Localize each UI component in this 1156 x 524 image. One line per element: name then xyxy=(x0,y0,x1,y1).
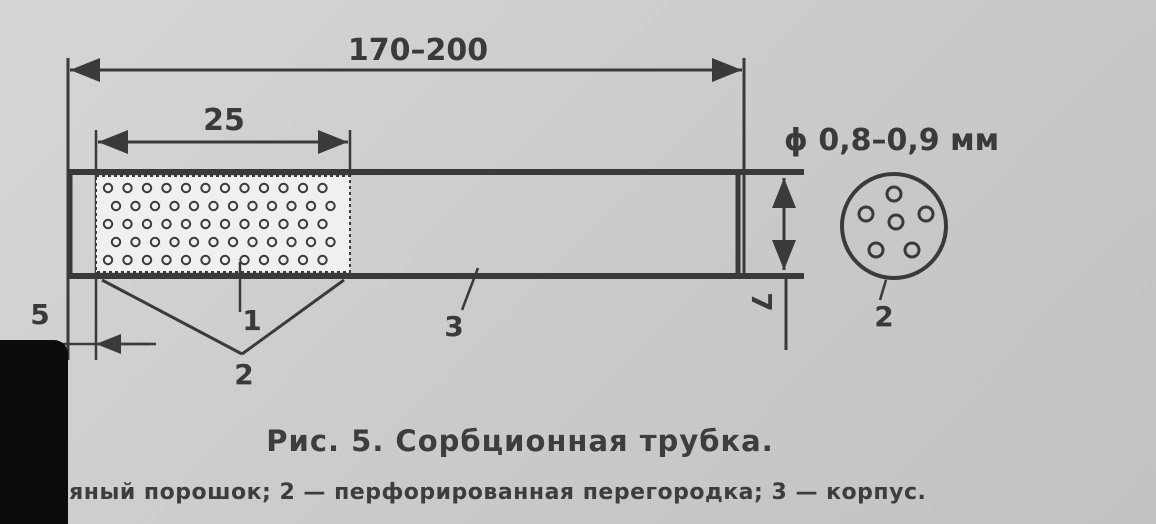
powder-granule xyxy=(278,182,289,194)
powder-granule xyxy=(317,218,328,230)
body-callout: 3 xyxy=(444,267,480,343)
powder-granule xyxy=(239,254,250,266)
powder-granule xyxy=(325,236,336,248)
powder-granule xyxy=(180,182,192,194)
hole xyxy=(885,185,903,203)
powder-granule xyxy=(200,218,211,230)
powder-granule xyxy=(200,182,211,194)
powder-granule xyxy=(180,218,192,230)
powder-granule xyxy=(297,182,309,194)
powder-granule xyxy=(258,254,270,266)
powder-granule xyxy=(102,182,114,194)
powder-granule xyxy=(180,254,192,266)
powder-granule xyxy=(130,236,141,248)
hole xyxy=(917,205,935,223)
powder-granule xyxy=(227,200,239,212)
powder-granule xyxy=(266,200,278,212)
body-label: 3 xyxy=(444,310,463,343)
powder-label: 1 xyxy=(242,304,261,337)
offset-dimension: 5 xyxy=(0,298,156,354)
powder-granule xyxy=(110,200,122,212)
figure-caption-legend: …ляный порошок; 2 — перфорированная пере… xyxy=(30,480,927,505)
hole xyxy=(887,213,905,231)
powder-granule xyxy=(141,218,153,230)
tube-body xyxy=(67,169,804,279)
partition-label: 2 xyxy=(234,358,253,391)
figure-caption-title: Рис. 5. Сорбционная трубка. xyxy=(266,424,774,458)
powder-granule xyxy=(305,200,317,212)
powder-granule xyxy=(188,236,200,248)
powder-granule xyxy=(169,236,180,248)
powder-granule xyxy=(188,200,200,212)
overall-length-label: 170–200 xyxy=(348,33,488,68)
hole xyxy=(903,241,921,259)
powder-granule xyxy=(219,254,231,266)
powder-granule xyxy=(227,236,239,248)
powder-granule xyxy=(278,218,289,230)
powder-granule xyxy=(141,254,153,266)
powder-granule xyxy=(122,218,133,230)
powder-granule xyxy=(149,236,161,248)
powder-granule xyxy=(297,254,309,266)
powder-granule xyxy=(247,200,258,212)
powder-granule xyxy=(161,182,172,194)
hole xyxy=(857,205,875,223)
powder-fill xyxy=(95,175,351,273)
powder-granule xyxy=(278,254,289,266)
powder-granule xyxy=(110,236,122,248)
diameter-label: ϕ 0,8–0,9 мм xyxy=(784,123,999,158)
cross-section-label: 2 xyxy=(874,300,893,333)
partition-callout: 2 xyxy=(101,278,345,391)
height-dimension: 7 xyxy=(745,178,796,350)
powder-granule xyxy=(200,254,211,266)
height-label: 7 xyxy=(745,292,778,311)
filled-length-label: 25 xyxy=(203,103,245,138)
offset-label: 5 xyxy=(30,298,49,331)
powder-granule xyxy=(317,254,328,266)
powder-granule xyxy=(258,182,270,194)
powder-granule xyxy=(286,200,297,212)
powder-granule xyxy=(169,200,180,212)
cross-section: ϕ 0,8–0,9 мм 2 xyxy=(784,123,999,333)
powder-granule xyxy=(325,200,336,212)
cross-section-circle xyxy=(840,172,948,280)
powder-granule xyxy=(208,236,219,248)
powder-granule xyxy=(266,236,278,248)
powder-granule xyxy=(286,236,297,248)
powder-granule xyxy=(297,218,309,230)
hole xyxy=(867,241,885,259)
photo-shadow xyxy=(0,340,68,524)
powder-granule xyxy=(122,182,133,194)
powder-granule xyxy=(239,182,250,194)
sorption-tube-diagram: 170–200 25 7 2 xyxy=(0,33,999,391)
powder-callout: 1 xyxy=(238,262,262,337)
powder-granule xyxy=(102,218,114,230)
powder-granule xyxy=(161,254,172,266)
powder-granule xyxy=(141,182,153,194)
powder-granule xyxy=(208,200,219,212)
powder-granule xyxy=(102,254,114,266)
powder-granule xyxy=(149,200,161,212)
powder-granule xyxy=(219,218,231,230)
powder-granule xyxy=(239,218,250,230)
powder-granule xyxy=(258,218,270,230)
powder-granule xyxy=(122,254,133,266)
powder-dots xyxy=(102,182,336,266)
powder-granule xyxy=(305,236,317,248)
powder-granule xyxy=(247,236,258,248)
overall-length-dimension: 170–200 xyxy=(66,33,746,360)
powder-granule xyxy=(219,182,231,194)
powder-granule xyxy=(130,200,141,212)
powder-granule xyxy=(161,218,172,230)
powder-granule xyxy=(317,182,328,194)
